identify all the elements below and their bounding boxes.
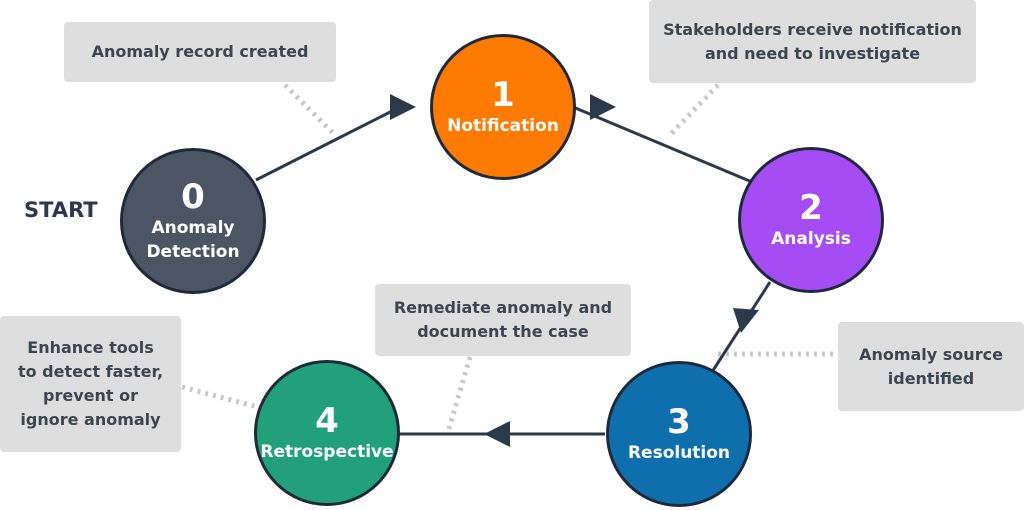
arrow-to-resolution [733, 308, 759, 333]
callout-text: to detect faster, [17, 362, 164, 381]
arrow-to-notification [390, 94, 416, 120]
callout-text: prevent or [43, 386, 138, 405]
connector-0-1 [255, 105, 401, 182]
leader-remediate [445, 356, 473, 433]
callout-text: document the case [417, 322, 589, 341]
stage-number: 2 [799, 188, 823, 228]
callout-enhance: Enhance tools to detect faster, prevent … [0, 316, 181, 452]
callout-text: Stakeholders receive notification [663, 19, 962, 39]
callout-text: and need to investigate [704, 43, 921, 63]
stage-label: Analysis [771, 229, 851, 249]
stage-label: Resolution [627, 443, 731, 463]
callout-text: Remediate anomaly and [393, 298, 613, 317]
callout-source-identified: Anomaly source identified [838, 322, 1024, 411]
callout-text: Anomaly record created [91, 42, 309, 61]
stage-0-anomaly-detection: 0 Anomaly Detection [120, 148, 266, 294]
callout-text: Enhance tools [27, 338, 154, 357]
connector-1-2 [572, 105, 753, 184]
arrow-to-analysis [590, 94, 616, 120]
callout-text: Anomaly source [859, 344, 1003, 364]
callout-stakeholders: Stakeholders receive notification and ne… [649, 0, 976, 83]
start-label: START [24, 198, 98, 222]
stage-3-resolution: 3 Resolution [606, 361, 752, 507]
stage-number: 3 [667, 402, 691, 442]
callout-remediate: Remediate anomaly and document the case [375, 284, 631, 356]
stage-number: 4 [315, 401, 339, 441]
leader-anomaly-record [283, 83, 337, 137]
stage-label: Anomaly [151, 218, 235, 238]
arrow-to-retrospective [484, 421, 510, 447]
stage-number: 0 [181, 177, 205, 217]
leader-enhance [181, 384, 259, 410]
stage-label: Notification [447, 116, 559, 136]
stage-2-analysis: 2 Analysis [738, 147, 884, 293]
callout-anomaly-record: Anomaly record created [64, 22, 336, 82]
stage-number: 1 [491, 75, 515, 115]
stage-1-notification: 1 Notification [430, 34, 576, 180]
stage-label: Retrospective [260, 442, 394, 462]
stage-4-retrospective: 4 Retrospective [254, 360, 400, 506]
callout-text: ignore anomaly [20, 410, 161, 429]
leader-stakeholders [668, 83, 720, 137]
stage-label: Detection [146, 242, 240, 262]
callout-text: identified [887, 368, 975, 388]
